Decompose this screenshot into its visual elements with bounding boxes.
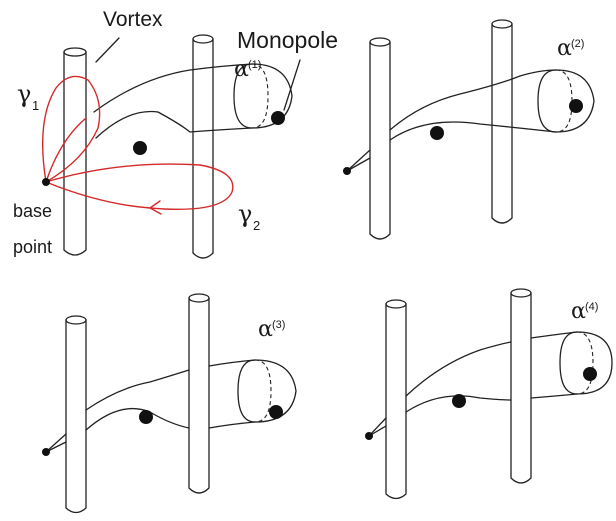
gamma2-loop [45, 163, 234, 210]
vortex-tube-left [63, 47, 87, 256]
gamma1-loop-inner [45, 117, 87, 183]
base-point-dot [343, 167, 351, 175]
alpha2-superscript: (2) [571, 38, 584, 50]
vortex-label: Vortex [103, 8, 163, 31]
panel-alpha-1: Vortex Monopole γ 1 γ 2 base point α (1) [13, 8, 338, 259]
free-monopole-dot [139, 410, 153, 424]
vortex-pointer [95, 37, 120, 63]
vortex-tube-right [510, 288, 532, 484]
alpha4-label: α [571, 299, 586, 324]
free-monopole-dot [452, 394, 466, 408]
monopole-pointer [283, 59, 301, 111]
monopole-dot [569, 99, 583, 113]
base-label: base [13, 201, 52, 221]
alpha1-label: α [234, 57, 249, 82]
vortex-tube-left [369, 37, 391, 240]
gamma2-subscript: 2 [253, 218, 260, 233]
gamma1-subscript: 1 [32, 98, 39, 113]
point-label: point [13, 237, 52, 257]
alpha3-label: α [258, 317, 273, 342]
panel-alpha-2: α (2) [343, 19, 595, 240]
free-monopole-dot [430, 126, 444, 140]
panel-alpha-4: α (4) [365, 288, 613, 500]
monopole-label: Monopole [237, 27, 338, 53]
flux-tube [45, 359, 297, 453]
base-point-dot [365, 432, 373, 440]
vortex-tube-left [385, 299, 407, 500]
gamma1-loop [42, 75, 101, 183]
vortex-tube-right [188, 293, 210, 494]
gamma2-arrowhead [149, 200, 162, 215]
vortex-tube-right [192, 34, 214, 259]
alpha3-superscript: (3) [272, 319, 285, 331]
monopole-dot [583, 367, 597, 381]
base-point-dot [42, 448, 50, 456]
free-monopole-dot [133, 141, 147, 155]
alpha2-label: α [557, 36, 572, 61]
base-point-dot [42, 178, 50, 186]
monopole-dot [271, 111, 285, 125]
monopole-dot [269, 405, 283, 419]
alpha1-superscript: (1) [248, 59, 261, 71]
panel-alpha-3: α (3) [42, 293, 297, 514]
vortex-tube-right [491, 19, 513, 224]
gamma2-label: γ [238, 200, 252, 228]
flux-tube [93, 63, 293, 139]
alpha4-superscript: (4) [585, 301, 598, 313]
flux-tube [346, 69, 595, 172]
gamma1-label: γ [17, 80, 31, 108]
vortex-tube-left [65, 315, 87, 514]
